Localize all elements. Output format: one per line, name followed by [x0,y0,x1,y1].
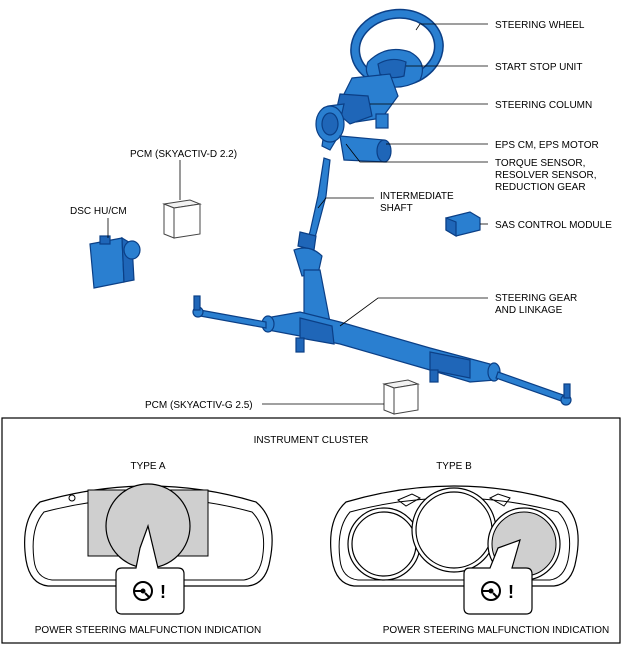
svg-text:!: ! [160,582,166,602]
dsc-hu-cm-part [89,235,141,289]
type-a-caption: POWER STEERING MALFUNCTION INDICATION [35,625,262,636]
type-b-label: TYPE B [436,461,472,472]
type-b-power-steering-icon: ! [481,581,514,602]
label-steering-wheel: STEERING WHEEL [495,20,585,31]
label-steering-column: STEERING COLUMN [495,100,592,111]
intermediate-shaft-part [293,157,331,277]
label-torque-sensor-line3: REDUCTION GEAR [495,182,586,193]
type-a-power-steering-icon: ! [133,581,166,602]
type-a-label: TYPE A [130,461,165,472]
sas-control-module-part [445,211,481,238]
tie-rod-left [192,295,267,329]
leader-lines [107,23,488,405]
steering-system [89,8,572,415]
pcm-skyactiv-d-box [162,199,202,239]
label-intermediate-shaft-line2: SHAFT [380,203,413,214]
label-torque-sensor-line1: TORQUE SENSOR, [495,158,585,169]
type-b-caption: POWER STEERING MALFUNCTION INDICATION [383,625,610,636]
tie-rod-right [495,371,572,406]
label-steering-gear-line1: STEERING GEAR [495,293,577,304]
type-a-trip-knob [68,494,76,502]
eps-motor-part [315,105,392,163]
pcm-skyactiv-g-box [382,379,420,415]
instrument-cluster-title: INSTRUMENT CLUSTER [254,435,369,446]
label-torque-sensor-line2: RESOLVER SENSOR, [495,170,597,181]
label-steering-gear-line2: AND LINKAGE [495,305,563,316]
label-intermediate-shaft-line1: INTERMEDIATE [380,191,454,202]
label-eps-cm-motor: EPS CM, EPS MOTOR [495,140,599,151]
type-b-callout [463,539,533,615]
cluster-type-a [24,483,273,615]
label-start-stop-unit: START STOP UNIT [495,62,582,73]
label-pcm-skyactiv-g: PCM (SKYACTIV-G 2.5) [145,400,253,411]
label-pcm-skyactiv-d: PCM (SKYACTIV-D 2.2) [130,149,237,160]
type-a-callout [115,523,185,615]
svg-text:!: ! [508,582,514,602]
label-sas-control-module: SAS CONTROL MODULE [495,220,612,231]
label-dsc-hu-cm: DSC HU/CM [70,206,127,217]
cluster-type-b [330,485,579,615]
steering-gear-part [261,269,501,383]
steering-wheel-part [350,8,444,88]
